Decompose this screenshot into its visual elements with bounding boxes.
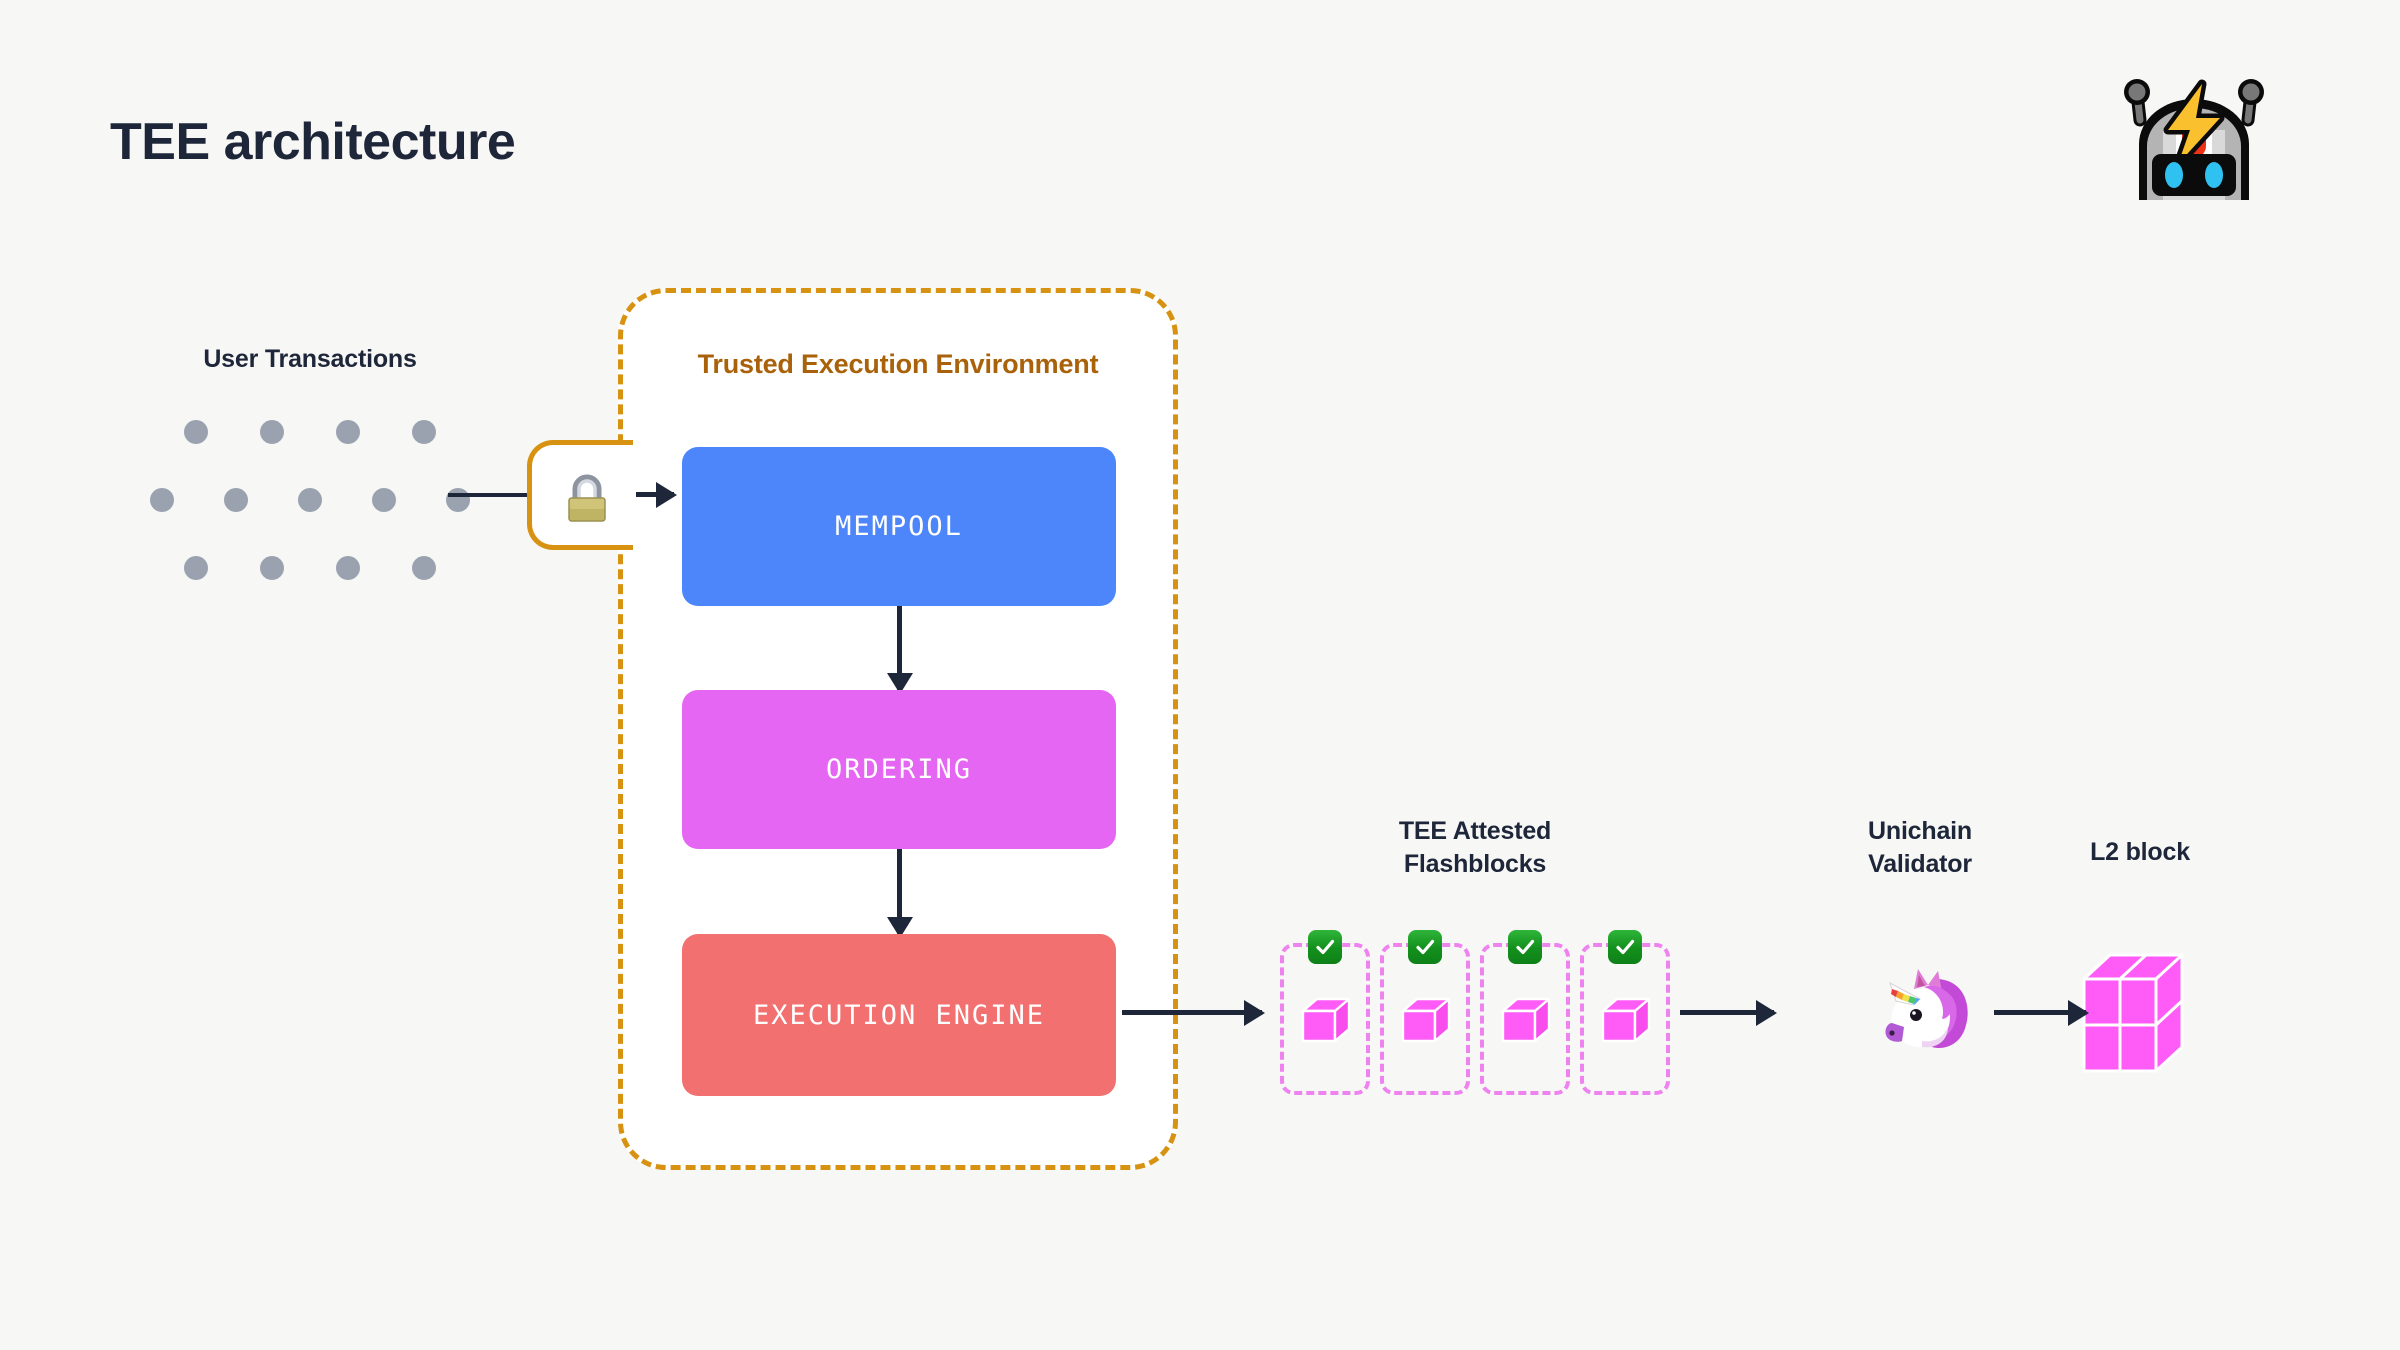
arrow-mempool-to-ordering xyxy=(897,606,902,690)
page-title: TEE architecture xyxy=(110,113,516,171)
flashblock-cube-icon xyxy=(1501,997,1551,1043)
transaction-dot xyxy=(446,488,470,512)
l2-block-label: L2 block xyxy=(2090,838,2190,866)
green-check-badge-icon xyxy=(1408,930,1442,964)
flashblock-item xyxy=(1380,930,1470,1095)
tee-lock-tab xyxy=(527,440,633,550)
transaction-dot xyxy=(184,556,208,580)
transaction-dot xyxy=(298,488,322,512)
green-check-badge-icon xyxy=(1508,930,1542,964)
transaction-dot xyxy=(412,556,436,580)
flashblocks-label-line1: TEE Attested xyxy=(1398,817,1552,845)
transaction-dot xyxy=(184,420,208,444)
arrow-ordering-to-execution xyxy=(897,849,902,934)
arrow-lock-to-mempool xyxy=(636,492,674,497)
flashblock-cube-icon xyxy=(1401,997,1451,1043)
unichain-validator-group: Unichain Validator xyxy=(1800,815,2040,1049)
transaction-dot xyxy=(372,488,396,512)
flashblock-item xyxy=(1580,930,1670,1095)
flashblock-item xyxy=(1280,930,1370,1095)
transaction-dot xyxy=(412,420,436,444)
stage-box-execution-engine: EXECUTION ENGINE xyxy=(682,934,1116,1096)
arrow-execution-to-flashblocks xyxy=(1122,1010,1262,1015)
validator-label: Unichain Validator xyxy=(1800,815,2040,882)
transaction-dot xyxy=(260,556,284,580)
tee-title: Trusted Execution Environment xyxy=(697,349,1099,379)
flashblock-cube-icon xyxy=(1601,997,1651,1043)
flashblocks-row xyxy=(1280,930,1670,1095)
transaction-dot xyxy=(336,420,360,444)
validator-label-line1: Unichain xyxy=(1868,817,1972,845)
user-transactions-group: User Transactions xyxy=(150,345,470,624)
stage-box-ordering: ORDERING xyxy=(682,690,1116,849)
dot-row xyxy=(150,556,470,580)
l2-block-group: L2 block xyxy=(2020,838,2260,1073)
transaction-dot-grid xyxy=(150,420,470,580)
transaction-dot xyxy=(336,556,360,580)
flashblocks-label-line2: Flashblocks xyxy=(1403,850,1547,879)
stage-box-mempool: MEMPOOL xyxy=(682,447,1116,606)
tee-attested-flashblocks-group: TEE Attested Flashblocks xyxy=(1275,815,1675,1095)
transaction-dot xyxy=(260,420,284,444)
flashblock-cube-icon xyxy=(1301,997,1351,1043)
padlock-icon xyxy=(558,471,616,529)
validator-label-line2: Validator xyxy=(1868,850,1972,879)
l2-block-cube-icon xyxy=(2082,953,2184,1073)
input-connector-line xyxy=(448,493,530,497)
transaction-dot xyxy=(224,488,248,512)
dot-row xyxy=(150,488,470,512)
robot-head-with-lightning-bolt-icon xyxy=(2108,68,2280,200)
arrow-validator-to-l2-block xyxy=(1994,1010,2086,1015)
green-check-badge-icon xyxy=(1308,930,1342,964)
arrow-flashblocks-to-validator xyxy=(1680,1010,1774,1015)
user-transactions-label: User Transactions xyxy=(203,345,417,373)
unicorn-icon xyxy=(1862,945,1978,1061)
dot-row xyxy=(150,420,470,444)
flashblocks-label: TEE Attested Flashblocks xyxy=(1275,815,1675,882)
flashblock-item xyxy=(1480,930,1570,1095)
green-check-badge-icon xyxy=(1608,930,1642,964)
transaction-dot xyxy=(150,488,174,512)
